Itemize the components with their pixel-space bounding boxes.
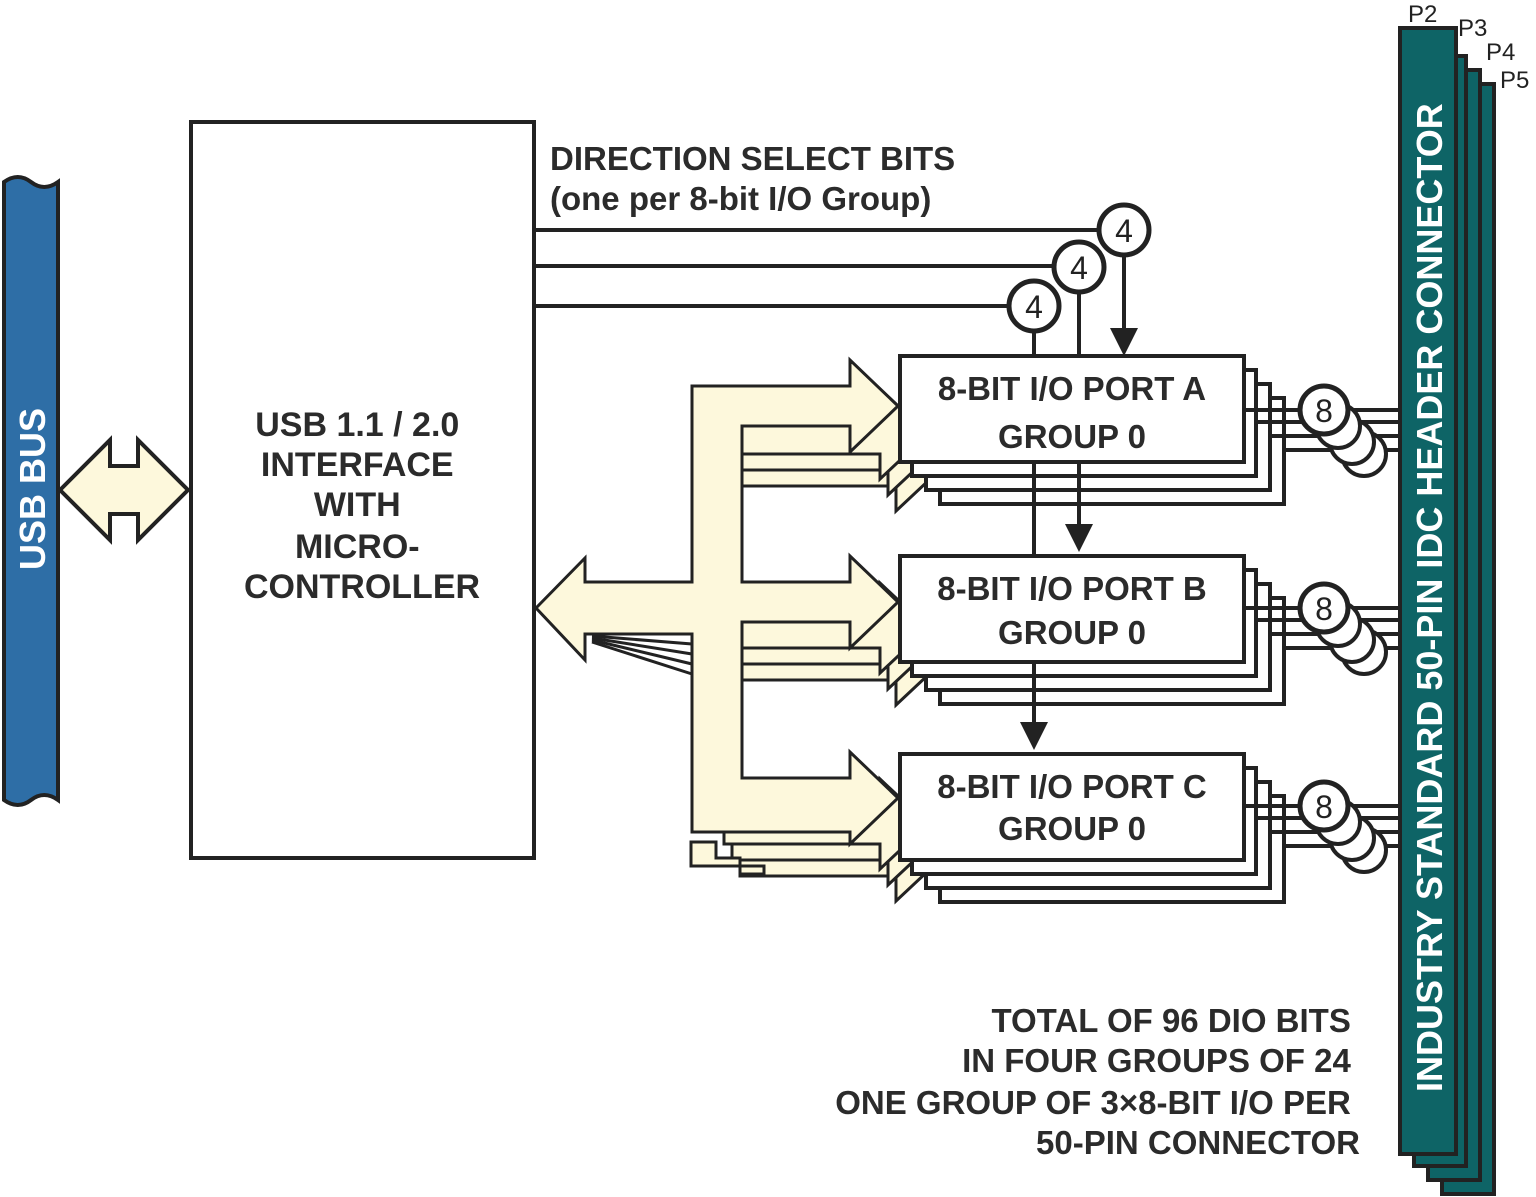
- usb-bus-bar: [2, 175, 60, 807]
- port-b: 8-BIT I/O PORT B GROUP 0: [898, 554, 1286, 706]
- port-a: 8-BIT I/O PORT A GROUP 0: [898, 354, 1286, 506]
- port-b-title: 8-BIT I/O PORT B: [937, 570, 1207, 607]
- usb-bus: USB BUS: [2, 175, 60, 807]
- port-c: 8-BIT I/O PORT C GROUP 0: [898, 752, 1286, 904]
- direction-lines: [536, 228, 1126, 356]
- connector-p2: [1398, 26, 1458, 1156]
- arrowhead-to-port-c: [1020, 722, 1048, 750]
- port-a-title: 8-BIT I/O PORT A: [938, 370, 1206, 407]
- port-b-group: GROUP 0: [998, 614, 1146, 651]
- controller-label: USB 1.1 / 2.0 INTERFACE WITH MICRO- CONT…: [244, 406, 480, 606]
- connector-stack: INDUSTRY STANDARD 50-PIN IDC HEADER CONN…: [1398, 1, 1529, 1196]
- port-b-link: 8: [1244, 581, 1400, 676]
- footnote-line-2: IN FOUR GROUPS OF 24: [962, 1042, 1351, 1079]
- controller-line-3: WITH: [314, 486, 401, 524]
- port-c-group: GROUP 0: [998, 810, 1146, 847]
- direction-badge-2: 4: [1070, 250, 1088, 286]
- connector-tab-p4: P4: [1486, 39, 1515, 66]
- controller-line-2: INTERFACE: [261, 446, 454, 484]
- footnote-line-4: 50-PIN CONNECTOR: [1036, 1124, 1360, 1161]
- connector-label: INDUSTRY STANDARD 50-PIN IDC HEADER CONN…: [1409, 103, 1450, 1092]
- port-c-link: 8: [1244, 779, 1400, 874]
- controller-line-1: USB 1.1 / 2.0: [255, 406, 459, 444]
- port-c-title: 8-BIT I/O PORT C: [937, 768, 1207, 805]
- data-bus: [533, 356, 947, 905]
- direction-badge-3: 4: [1025, 289, 1043, 325]
- bus-fan-lines: [591, 634, 693, 676]
- direction-badges: 4 4 4: [1006, 202, 1152, 334]
- port-b-badge: 8: [1315, 591, 1333, 627]
- footnote-line-1: TOTAL OF 96 DIO BITS: [991, 1002, 1350, 1039]
- port-c-badge: 8: [1315, 789, 1333, 825]
- controller-line-4: MICRO-: [295, 528, 420, 566]
- direction-subtitle: (one per 8-bit I/O Group): [550, 180, 931, 217]
- arrowhead-to-port-b: [1065, 524, 1093, 552]
- port-direction-links: [1032, 462, 1081, 726]
- connector-tab-p5: P5: [1500, 67, 1529, 94]
- direction-arrowhead: [1110, 328, 1138, 356]
- port-a-group: GROUP 0: [998, 418, 1146, 455]
- footnote-line-3: ONE GROUP OF 3×8-BIT I/O PER: [835, 1084, 1351, 1121]
- port-a-link: 8: [1244, 383, 1400, 478]
- usb-bidirectional-arrow: [57, 435, 191, 545]
- controller-box: [189, 120, 536, 860]
- usb-bus-label: USB BUS: [12, 408, 53, 570]
- connector-tab-p2: P2: [1408, 1, 1437, 28]
- direction-badge-1: 4: [1115, 213, 1133, 249]
- port-a-badge: 8: [1315, 393, 1333, 429]
- port-b-box: [898, 554, 1246, 664]
- direction-title: DIRECTION SELECT BITS: [550, 140, 955, 177]
- port-a-box: [898, 354, 1246, 464]
- controller-line-5: CONTROLLER: [244, 568, 480, 606]
- connector-tab-p3: P3: [1458, 15, 1487, 42]
- footnote: TOTAL OF 96 DIO BITS IN FOUR GROUPS OF 2…: [835, 1002, 1360, 1161]
